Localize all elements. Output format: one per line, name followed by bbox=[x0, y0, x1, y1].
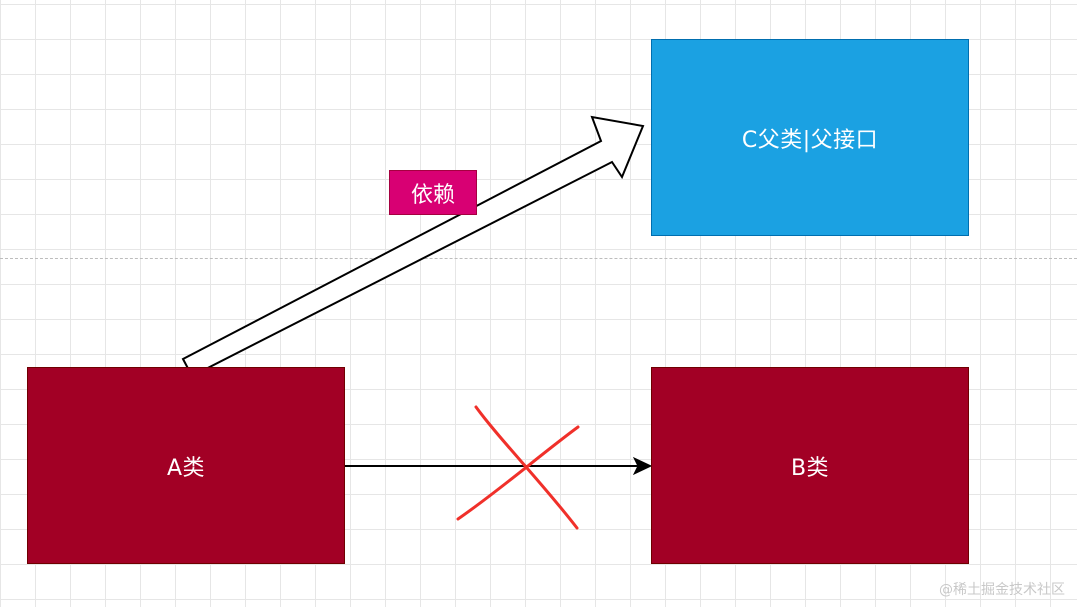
dependency-label[interactable]: 依赖 bbox=[389, 170, 477, 215]
edge-a-to-c-block-arrow[interactable] bbox=[181, 115, 645, 378]
node-class-a-label: A类 bbox=[166, 455, 206, 481]
node-class-b[interactable]: B类 bbox=[651, 367, 969, 564]
node-class-c-label: C父类|父接口 bbox=[741, 127, 879, 153]
dependency-label-text: 依赖 bbox=[410, 182, 455, 208]
node-class-c-parent-interface[interactable]: C父类|父接口 bbox=[651, 39, 969, 236]
node-class-b-label: B类 bbox=[790, 455, 830, 481]
cross-mark bbox=[456, 405, 580, 530]
watermark: @稀土掘金技术社区 bbox=[939, 582, 1065, 598]
edge-a-to-b[interactable] bbox=[345, 456, 653, 476]
page-break-line bbox=[0, 258, 1077, 259]
node-class-a[interactable]: A类 bbox=[27, 367, 345, 564]
